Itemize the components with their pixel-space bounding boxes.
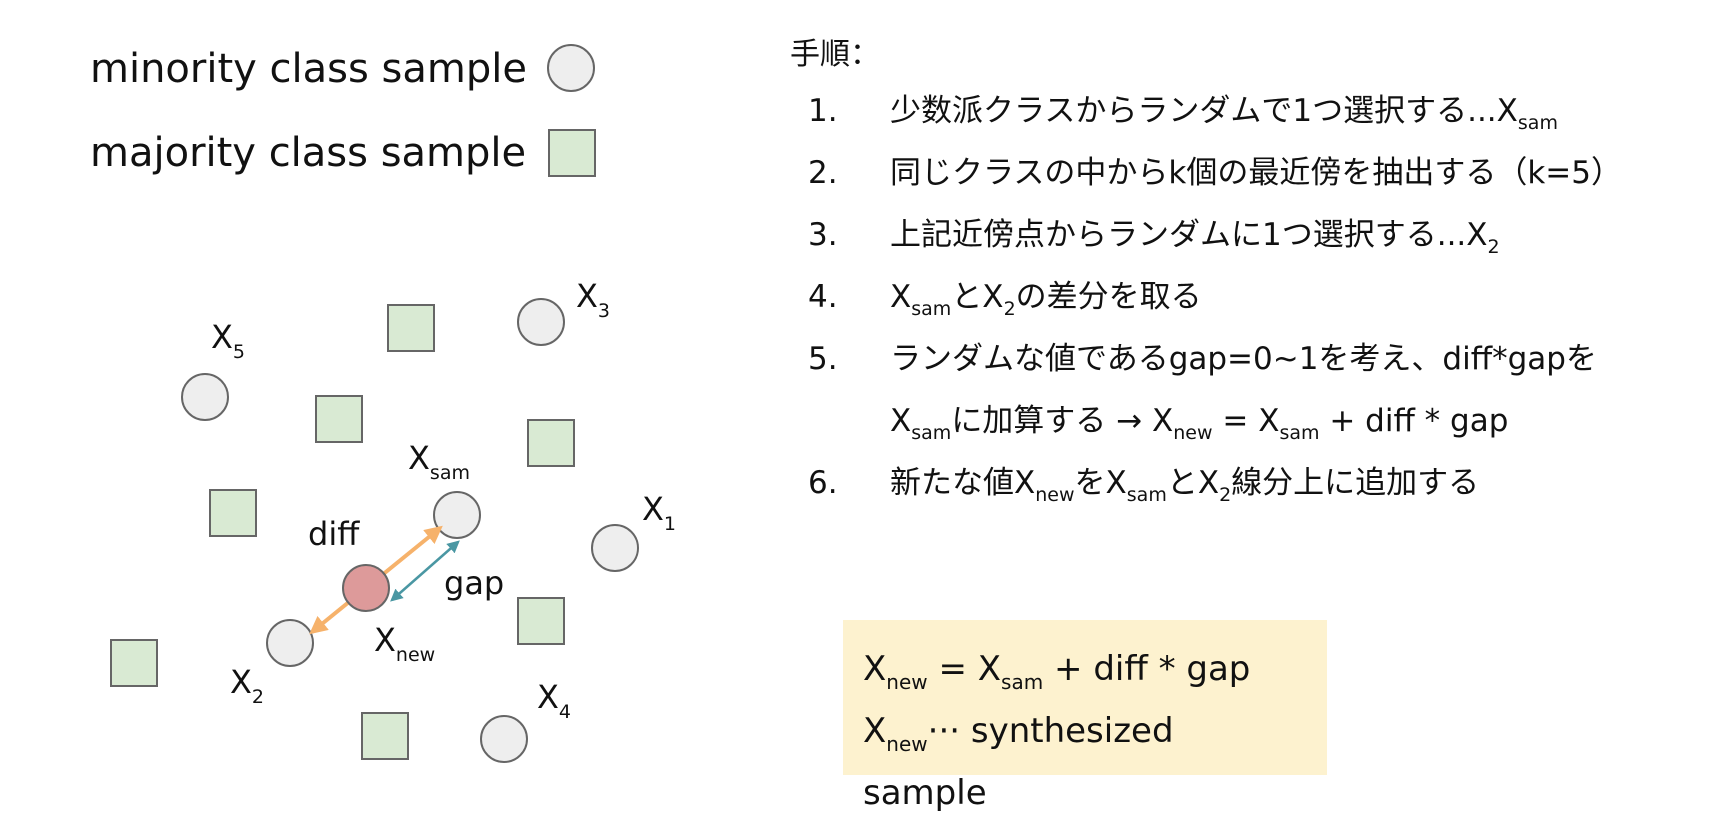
majority-sample [315,395,363,443]
minority-sample-x1 [591,524,639,572]
minority-sample-x4 [480,715,528,763]
formula-box: Xnew = Xsam + diff * gap Xnew··· synthes… [843,620,1327,813]
smote-diagram: minority class sample majority class sam… [90,44,676,763]
label-gap: gap [444,564,504,602]
legend-majority-label: majority class sample [90,130,526,176]
label-x1: X1 [642,490,676,535]
step-text: ランダムな値であるgap=0~1を考え、diff*gapを [890,341,1597,377]
majority-sample [209,489,257,537]
minority-sample-x3 [517,298,565,346]
step-number: 2. [808,155,838,191]
procedure-steps: 手順： 1. 少数派クラスからランダムで1つ選択する...Xsam 2. 同じク… [790,30,1700,514]
minority-sample-x5 [181,373,229,421]
minority-sample-x2 [266,619,314,667]
step-6: 6. 新たな値XnewをXsamとX2線分上に追加する [790,452,1700,514]
legend-minority-label: minority class sample [90,46,527,92]
label-x4: X4 [537,678,571,723]
label-xnew: Xnew [374,621,435,666]
step-number: 5. [808,341,838,377]
step-number: 3. [808,217,838,253]
majority-sample [387,304,435,352]
step-5-continuation: Xsamに加算する → Xnew = Xsam + diff * gap [890,403,1509,444]
formula-line-2: Xnew··· synthesized sample [863,711,1174,813]
step-2: 2. 同じクラスの中からk個の最近傍を抽出する（k=5） [790,142,1700,204]
majority-sample [110,639,158,687]
step-text: 少数派クラスからランダムで1つ選択する...Xsam [890,93,1558,134]
step-number: 1. [808,93,838,129]
legend-majority-square [548,129,596,177]
new-sample [342,564,390,612]
steps-title: 手順： [790,37,880,72]
step-number: 4. [808,279,838,315]
label-x2: X2 [230,663,264,708]
step-text: 同じクラスの中からk個の最近傍を抽出する（k=5） [890,155,1622,191]
step-5: 5. ランダムな値であるgap=0~1を考え、diff*gapを [790,328,1700,390]
formula-line-1: Xnew = Xsam + diff * gap [863,649,1251,694]
minority-sample-xsam [433,491,481,539]
step-text: 上記近傍点からランダムに1つ選択する...X2 [890,217,1500,258]
step-number: 6. [808,465,838,501]
label-x3: X3 [576,277,610,322]
step-text: 新たな値XnewをXsamとX2線分上に追加する [890,465,1480,506]
step-4: 4. XsamとX2の差分を取る [790,266,1700,328]
label-x5: X5 [211,318,245,363]
step-text: XsamとX2の差分を取る [890,279,1202,320]
gap-arrow [390,540,460,602]
label-diff: diff [308,515,360,553]
step-1: 1. 少数派クラスからランダムで1つ選択する...Xsam [790,80,1700,142]
step-3: 3. 上記近傍点からランダムに1つ選択する...X2 [790,204,1700,266]
majority-sample [527,419,575,467]
label-xsam: Xsam [408,439,470,484]
majority-sample [517,597,565,645]
legend-minority-circle [547,44,595,92]
majority-sample [361,712,409,760]
